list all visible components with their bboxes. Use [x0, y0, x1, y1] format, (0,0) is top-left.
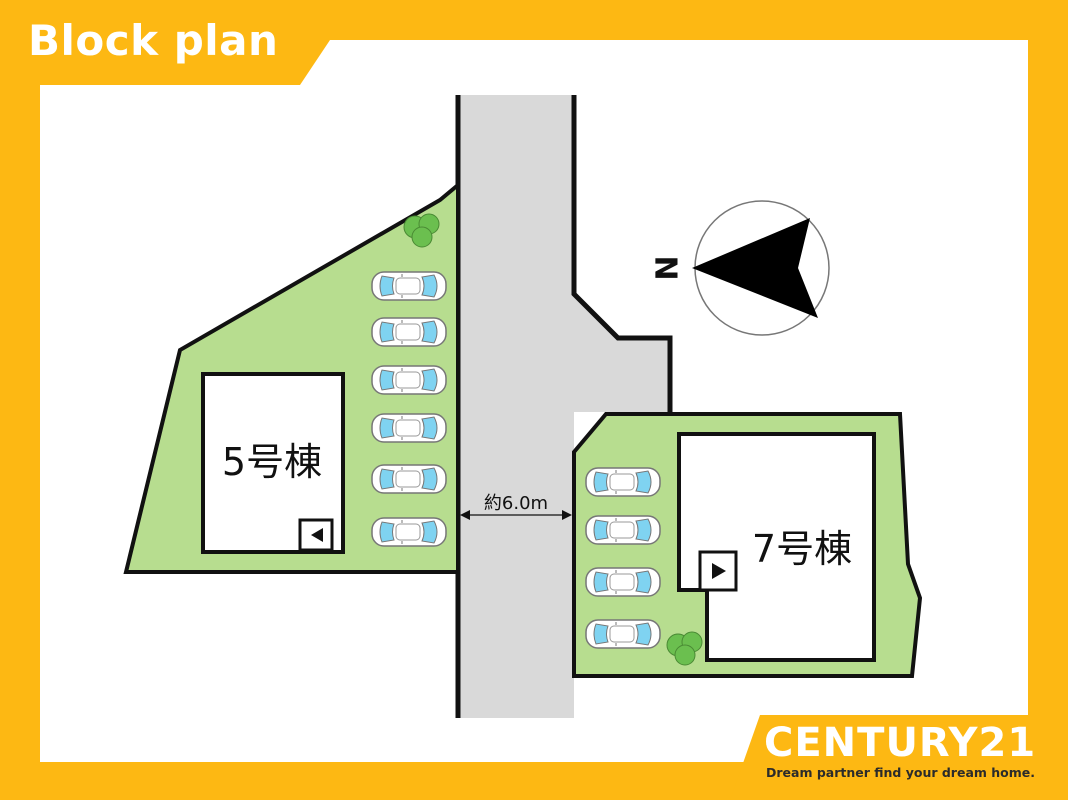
building-5 — [201, 372, 345, 554]
compass-icon: N — [651, 200, 830, 336]
entrance-right-arrow-icon — [712, 563, 726, 579]
building-7-label: 7号棟 — [752, 527, 852, 571]
road-width-dimension: 約6.0m — [460, 491, 572, 520]
compass-north-label: N — [651, 255, 686, 280]
parking-car — [371, 517, 447, 547]
parking-car — [585, 619, 661, 649]
parking-car — [371, 365, 447, 395]
parking-car — [371, 317, 447, 347]
building-7 — [677, 432, 876, 662]
building-5-label: 5号棟 — [222, 440, 322, 484]
parking-car — [585, 467, 661, 497]
parking-car — [371, 464, 447, 494]
brand-logo: CENTURY21 — [764, 720, 1037, 766]
parking-car — [371, 271, 447, 301]
road — [458, 95, 670, 718]
entrance-5 — [298, 518, 334, 552]
entrance-left-arrow-icon — [311, 528, 323, 542]
page-title: Block plan — [28, 15, 279, 65]
road-width-label: 約6.0m — [484, 493, 548, 514]
parking-car — [585, 515, 661, 545]
entrance-7 — [698, 550, 738, 592]
road-edge-right — [571, 95, 673, 412]
parking-car — [585, 567, 661, 597]
brand-tagline: Dream partner find your dream home. — [766, 765, 1036, 780]
parking-car — [371, 413, 447, 443]
compass-north-arrow-icon — [692, 218, 818, 318]
brand-tab — [730, 715, 1068, 800]
